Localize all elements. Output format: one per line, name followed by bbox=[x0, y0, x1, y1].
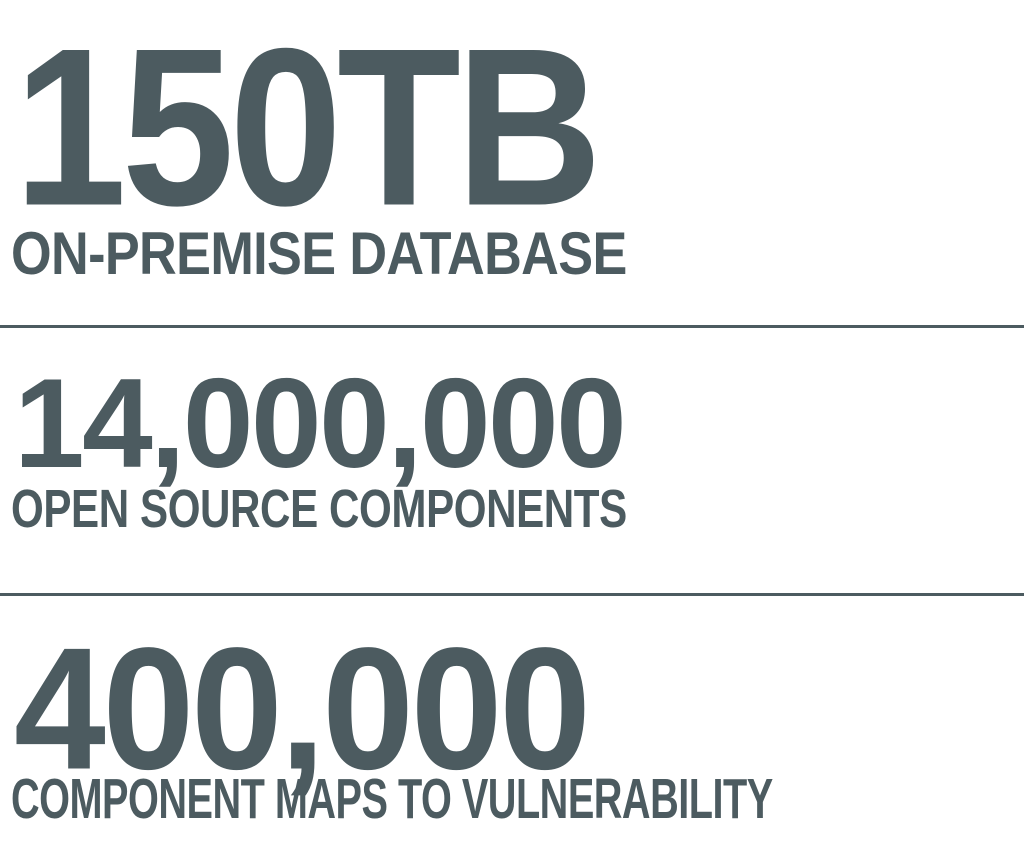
stat-block-open-source-components: 14,000,000 OPEN SOURCE COMPONENTS bbox=[0, 329, 1024, 594]
stat-value-open-source-components: 14,000,000 bbox=[14, 352, 627, 494]
stat-value-on-premise-database: 150TB bbox=[14, 2, 602, 253]
stat-block-component-maps-to-vulnerability: 400,000 COMPONENT MAPS TO VULNERABILITY bbox=[0, 597, 1024, 862]
stat-value-component-maps-to-vulnerability: 400,000 bbox=[14, 611, 591, 806]
divider-one bbox=[0, 325, 1024, 328]
divider-two bbox=[0, 593, 1024, 596]
stat-label-component-maps-to-vulnerability: COMPONENT MAPS TO VULNERABILITY bbox=[11, 767, 773, 831]
stat-label-open-source-components: OPEN SOURCE COMPONENTS bbox=[11, 478, 627, 540]
stat-label-on-premise-database: ON-PREMISE DATABASE bbox=[11, 219, 627, 288]
stat-block-on-premise-database: 150TB ON-PREMISE DATABASE bbox=[0, 0, 1024, 326]
